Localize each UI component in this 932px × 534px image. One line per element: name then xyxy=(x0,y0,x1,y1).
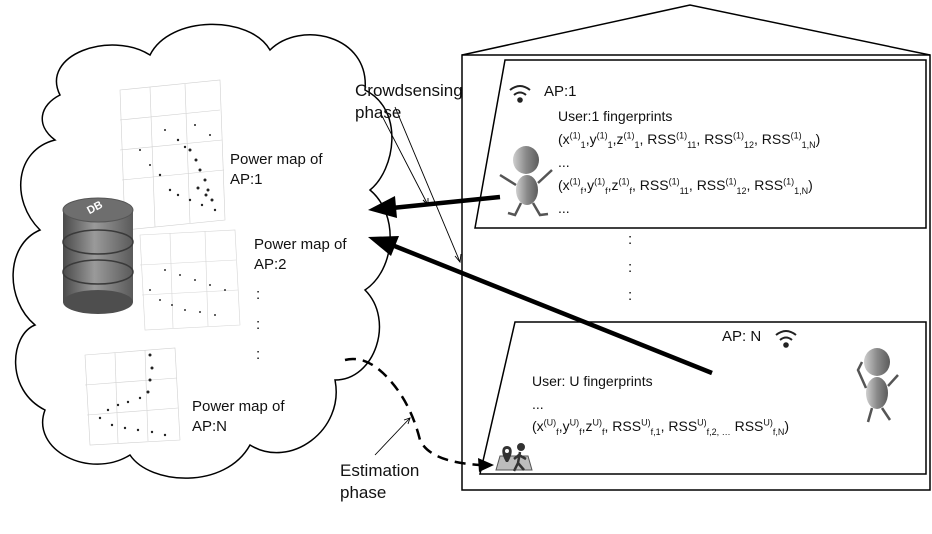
cloud-dots-2: : xyxy=(256,316,261,333)
cloud-dots-1: : xyxy=(256,286,261,303)
power-map-1-plot xyxy=(119,79,226,231)
walking-person-icon xyxy=(512,443,527,472)
person-icon xyxy=(856,348,899,423)
power-map-1-line-1: Power map of xyxy=(230,151,323,168)
cloud-shape xyxy=(12,23,393,479)
crowdsensing-line-2: phase xyxy=(355,103,402,122)
floor-bottom-user-title: User: U fingerprints xyxy=(532,373,653,389)
building-outline xyxy=(461,54,931,491)
database-icon xyxy=(62,197,134,314)
floor-bottom-ap-label: AP: N xyxy=(722,328,762,345)
power-map-1-label: Power map of AP:1 xyxy=(230,150,323,190)
power-map-2-line-2: AP:2 xyxy=(254,256,287,273)
estimation-line-1: Estimation xyxy=(340,461,420,480)
between-floor-dots-2: : xyxy=(628,259,633,276)
fingerprint-upload-arrow-2 xyxy=(368,236,713,376)
power-map-n-label: Power map of AP:N xyxy=(192,397,285,437)
fingerprint-upload-arrow-1 xyxy=(368,194,501,218)
estimation-arrow xyxy=(344,357,494,472)
fingerprint-row-first: (x(1)1,y(1)1,z(1)1, RSS(1)11, RSS(1)12, … xyxy=(558,130,821,150)
power-map-2-label: Power map of AP:2 xyxy=(254,235,347,275)
floor-top-ellipsis: ... xyxy=(558,154,570,170)
person-icon xyxy=(499,146,553,217)
floor-bottom-ellipsis: ... xyxy=(532,396,544,412)
floor-top-user-title: User:1 fingerprints xyxy=(558,108,673,124)
building xyxy=(461,4,931,491)
power-map-n-plot xyxy=(84,347,181,446)
estimation-line-2: phase xyxy=(340,483,387,502)
between-floor-dots-3: : xyxy=(628,287,633,304)
wifi-icon xyxy=(775,330,797,348)
power-map-1-line-2: AP:1 xyxy=(230,171,263,188)
fingerprint-row-last: (x(1)f,y(1)f,z(1)f, RSS(1)11, RSS(1)12, … xyxy=(558,176,813,196)
crowdsensing-line-1: Crowdsensing xyxy=(355,81,463,100)
between-floor-dots-1: : xyxy=(628,231,633,248)
estimation-phase-label: Estimation phase xyxy=(340,460,419,504)
crowdsensing-phase-label: Crowdsensing phase xyxy=(355,80,463,124)
fingerprint-row-user-u: (x(U)f,yU)f,zU)f, RSSU)f,1, RSSU)f,2, … … xyxy=(532,417,790,437)
floor-top-ellipsis-2: ... xyxy=(558,200,570,216)
floor-bottom xyxy=(479,321,927,475)
cloud-dots-3: : xyxy=(256,346,261,363)
floor-top xyxy=(474,59,927,229)
power-map-n-line-2: AP:N xyxy=(192,418,228,435)
location-pin-icon xyxy=(495,446,533,471)
floor-top-ap-label: AP:1 xyxy=(544,83,577,100)
power-map-2-line-1: Power map of xyxy=(254,236,347,253)
building-roof xyxy=(461,4,931,56)
power-map-2-plot xyxy=(139,229,241,331)
power-map-n-line-1: Power map of xyxy=(192,398,285,415)
wifi-icon xyxy=(509,85,531,103)
estimation-phase-pointer xyxy=(374,417,411,456)
